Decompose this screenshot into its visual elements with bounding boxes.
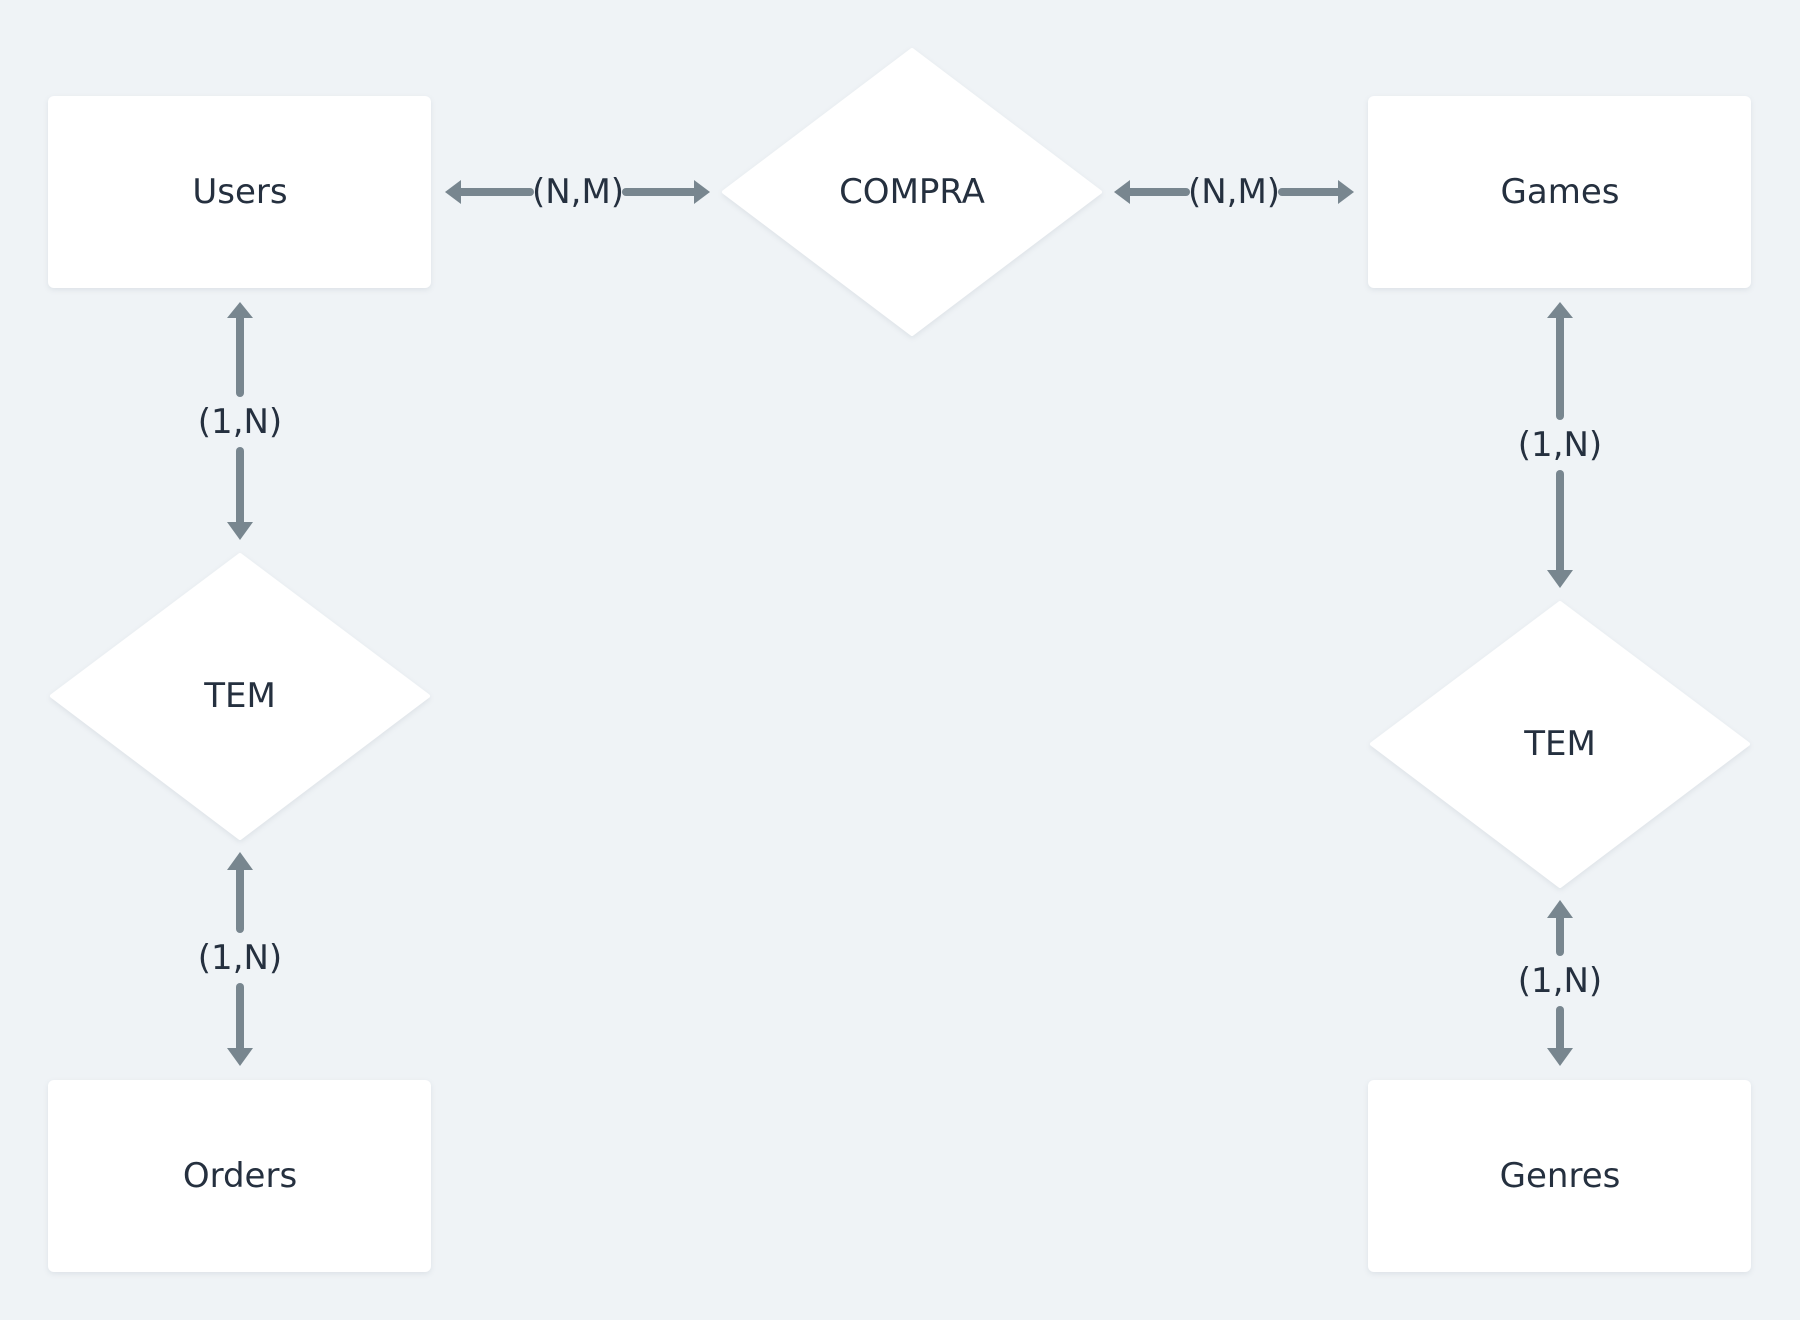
relationship-compra[interactable]: COMPRA: [722, 48, 1102, 336]
cardinality-label: (1,N): [198, 402, 282, 442]
cardinality-label: (1,N): [1518, 961, 1602, 1001]
entity-label: Games: [1501, 172, 1620, 212]
arrow-down-icon: [1547, 1048, 1573, 1066]
entity-label: Users: [192, 172, 287, 212]
entity-genres[interactable]: Genres: [1368, 1080, 1751, 1272]
arrow-down-icon: [1547, 570, 1573, 588]
cardinality-label: (N,M): [1188, 172, 1280, 212]
entity-users[interactable]: Users: [48, 96, 431, 288]
arrow-up-icon: [227, 302, 253, 318]
arrow-up-icon: [1547, 302, 1573, 318]
relationship-tem-right[interactable]: TEM: [1370, 601, 1750, 888]
arrow-down-icon: [227, 522, 253, 540]
entity-orders[interactable]: Orders: [48, 1080, 431, 1272]
cardinality-label: (1,N): [198, 938, 282, 978]
arrow-right-icon: [1338, 180, 1354, 204]
arrow-up-icon: [1547, 900, 1573, 918]
relationship-label: TEM: [1523, 724, 1596, 764]
connector-tem-genres: (1,N): [1518, 900, 1602, 1066]
entity-label: Orders: [183, 1156, 297, 1196]
entity-games[interactable]: Games: [1368, 96, 1751, 288]
entity-label: Genres: [1500, 1156, 1621, 1196]
connector-compra-games: (N,M): [1114, 172, 1354, 212]
cardinality-label: (N,M): [532, 172, 624, 212]
relationship-label: COMPRA: [839, 172, 985, 212]
connector-tem-orders: (1,N): [198, 852, 282, 1066]
connector-users-compra: (N,M): [445, 172, 710, 212]
relationship-tem-left[interactable]: TEM: [50, 553, 430, 840]
arrow-up-icon: [227, 852, 253, 870]
arrow-down-icon: [227, 1048, 253, 1066]
arrow-right-icon: [694, 180, 710, 204]
arrow-left-icon: [1114, 180, 1130, 204]
relationship-label: TEM: [203, 676, 276, 716]
connector-games-tem: (1,N): [1518, 302, 1602, 588]
cardinality-label: (1,N): [1518, 425, 1602, 465]
connector-users-tem: (1,N): [198, 302, 282, 540]
arrow-left-icon: [445, 180, 461, 204]
